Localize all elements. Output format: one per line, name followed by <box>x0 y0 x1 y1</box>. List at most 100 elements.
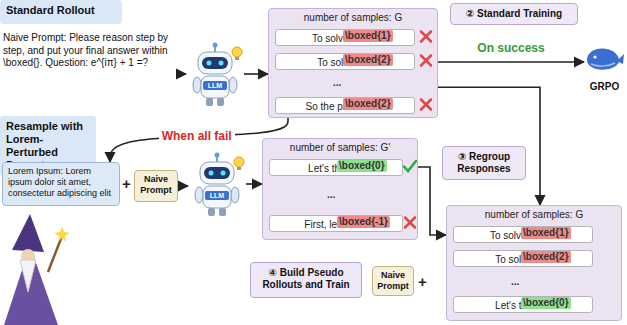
node-text: GRPO <box>584 81 625 92</box>
sample-group: number of samples: G... To solve this....… <box>268 8 438 118</box>
node-text: Lorem Ipsum: Lorem ipsum dolor sit amet,… <box>8 166 114 199</box>
node-text: Standard Rollout <box>6 4 116 17</box>
node-text: LLM <box>205 191 229 200</box>
shape-part <box>202 57 228 69</box>
ellipsis: ... <box>333 77 341 89</box>
answer-highlight: \boxed{1} <box>521 227 571 239</box>
answer-highlight: \boxed{0} <box>521 297 571 309</box>
step-label: ④ Build Pseudo Rollouts and Train <box>250 262 362 298</box>
sample-group: number of samples: G... To solve this....… <box>446 205 622 321</box>
shape-part <box>587 48 624 69</box>
wizard-hat <box>12 214 44 252</box>
node-text: Naive Prompt <box>137 174 175 196</box>
shape-part <box>221 171 226 176</box>
robot-figure <box>186 40 244 108</box>
shape-part <box>201 76 229 98</box>
sparkle <box>54 226 70 242</box>
shape-part <box>217 98 224 106</box>
shape-part <box>215 153 220 158</box>
answer-highlight: \boxed{2} <box>521 251 571 263</box>
response-row: To solve this....\boxed{1} <box>453 226 593 243</box>
grpo-icon: GRPO <box>584 42 625 94</box>
wrong-marks <box>405 32 431 228</box>
shape-part <box>234 157 244 167</box>
edge-label: When all fail <box>159 129 235 144</box>
plus-sign: + <box>418 274 427 290</box>
whale-figure <box>584 42 625 74</box>
cross-mark <box>405 218 415 228</box>
wizard-beard <box>20 260 36 292</box>
answer-highlight: \boxed{1} <box>343 30 393 42</box>
shape-part <box>204 167 230 179</box>
shape-part <box>207 61 212 66</box>
cross-mark <box>421 32 431 42</box>
node-text: ④ Build Pseudo Rollouts and Train <box>257 267 355 291</box>
shape-part <box>593 55 596 58</box>
node-text: ② Standard Training <box>457 8 571 20</box>
prompt-text: Naive Prompt: Please reason step by step… <box>3 32 179 82</box>
group-heading: number of samples: G' <box>263 142 417 154</box>
naive-prompt: Naive Prompt <box>134 170 178 202</box>
ellipsis: ... <box>327 189 335 201</box>
shape-part <box>208 208 215 216</box>
flow-arrow <box>438 61 584 63</box>
response-row: To solve it....\boxed{2} <box>453 250 593 267</box>
cross-mark <box>421 100 431 110</box>
answer-highlight: \boxed{0} <box>337 160 387 172</box>
answer-highlight: \boxed{2} <box>343 54 393 66</box>
wizard-figure <box>4 214 70 325</box>
response-row: To solve this....\boxed{1} <box>275 29 415 46</box>
node-text: Naive Prompt: Please reason step by step… <box>3 32 179 70</box>
shape-part <box>231 187 239 203</box>
llm-robot: LLM <box>186 40 244 108</box>
response-row: First, let me....\boxed{-1} <box>269 215 403 232</box>
node-text: LLM <box>203 81 227 90</box>
group-heading: number of samples: G <box>269 12 437 24</box>
step-label: ② Standard Training <box>450 3 578 25</box>
response-row: To solve it....\boxed{2} <box>275 53 415 70</box>
flow-arrow <box>246 183 262 185</box>
shape-part <box>591 63 615 66</box>
robot-figure <box>188 150 246 218</box>
cross-mark <box>421 56 431 66</box>
flow-arrow <box>244 73 268 75</box>
shape-part <box>206 98 213 106</box>
shape-part <box>232 47 242 57</box>
shape-part <box>200 162 234 184</box>
shape-part <box>209 171 214 176</box>
sample-group: number of samples: G'... Let's think....\… <box>262 138 418 240</box>
flow-arrow <box>438 87 540 205</box>
flow-arrow <box>178 185 188 187</box>
naive-prompt: Naive Prompt <box>372 266 414 296</box>
shape-part <box>195 187 203 203</box>
flow-arrow <box>179 73 186 75</box>
node-text: ③ Regroup Responses <box>449 151 519 175</box>
group-heading: number of samples: G <box>447 209 621 221</box>
wizard-wand <box>48 236 62 272</box>
shape-part <box>198 52 232 74</box>
shape-part <box>203 186 231 208</box>
shape-part <box>229 77 237 93</box>
ellipsis: ... <box>511 276 519 288</box>
check-mark <box>404 161 416 171</box>
step-label: ③ Regroup Responses <box>442 146 526 180</box>
lorem-prompt: Lorem Ipsum: Lorem ipsum dolor sit amet,… <box>2 162 120 206</box>
answer-highlight: \boxed{2} <box>343 98 393 110</box>
shape-part <box>237 167 241 170</box>
edge-label: On success <box>474 41 547 56</box>
wizard-robe <box>4 246 58 325</box>
shape-part <box>219 208 226 216</box>
answer-highlight: \boxed{-1} <box>337 216 390 228</box>
shape-part <box>219 61 224 66</box>
shape-part <box>235 57 239 60</box>
llm-robot: LLM <box>188 150 246 218</box>
node-text: Naive Prompt <box>375 270 411 292</box>
shape-part <box>213 43 218 48</box>
plus-sign: + <box>122 176 131 192</box>
response-row: Let's think....\boxed{0} <box>269 159 403 176</box>
response-row: Let's think....\boxed{0} <box>453 296 593 313</box>
response-row: So the problem....\boxed{2} <box>275 97 415 114</box>
section-header: Standard Rollout <box>0 0 122 24</box>
